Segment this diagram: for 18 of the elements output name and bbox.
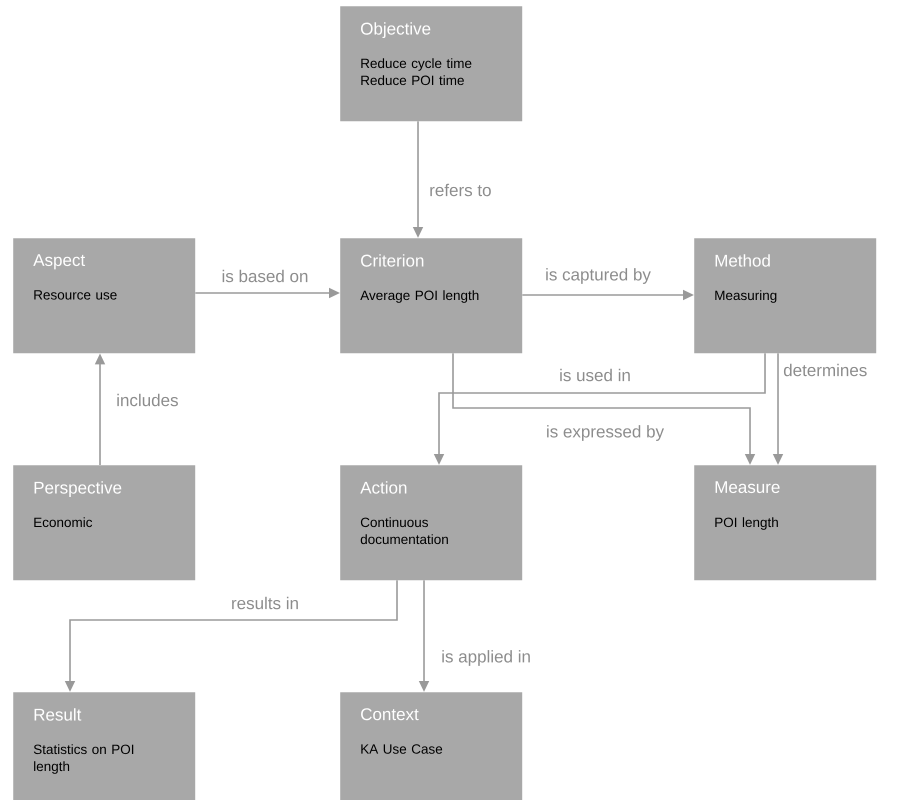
concept-box: Context KA Use Case — [340, 692, 522, 800]
edge-label: is based on — [220, 268, 310, 284]
edge-label: is applied in — [440, 649, 532, 667]
concept-box: Objective Reduce cycle time Reduce POI time — [340, 6, 522, 122]
edge-label: determines — [782, 362, 868, 378]
edge-label: results in — [230, 596, 300, 610]
concept-box: Criterion Average POI length — [340, 238, 522, 354]
concept-box: Measure POI length — [694, 465, 876, 580]
edge-label: is captured by — [544, 267, 652, 285]
concept-box: Aspect Resource use — [13, 238, 196, 354]
concept-box: Action Continuous documentation — [340, 465, 522, 580]
edge-label: is expressed by — [544, 424, 666, 442]
edge-label: includes — [115, 392, 180, 408]
concept-box: Result Statistics on POI length — [13, 692, 196, 800]
edge-label: is used in — [558, 368, 632, 382]
edge-label: refers to — [428, 182, 493, 198]
concept-box: Method Measuring — [694, 238, 876, 354]
concept-box: Perspective Economic — [13, 465, 196, 580]
